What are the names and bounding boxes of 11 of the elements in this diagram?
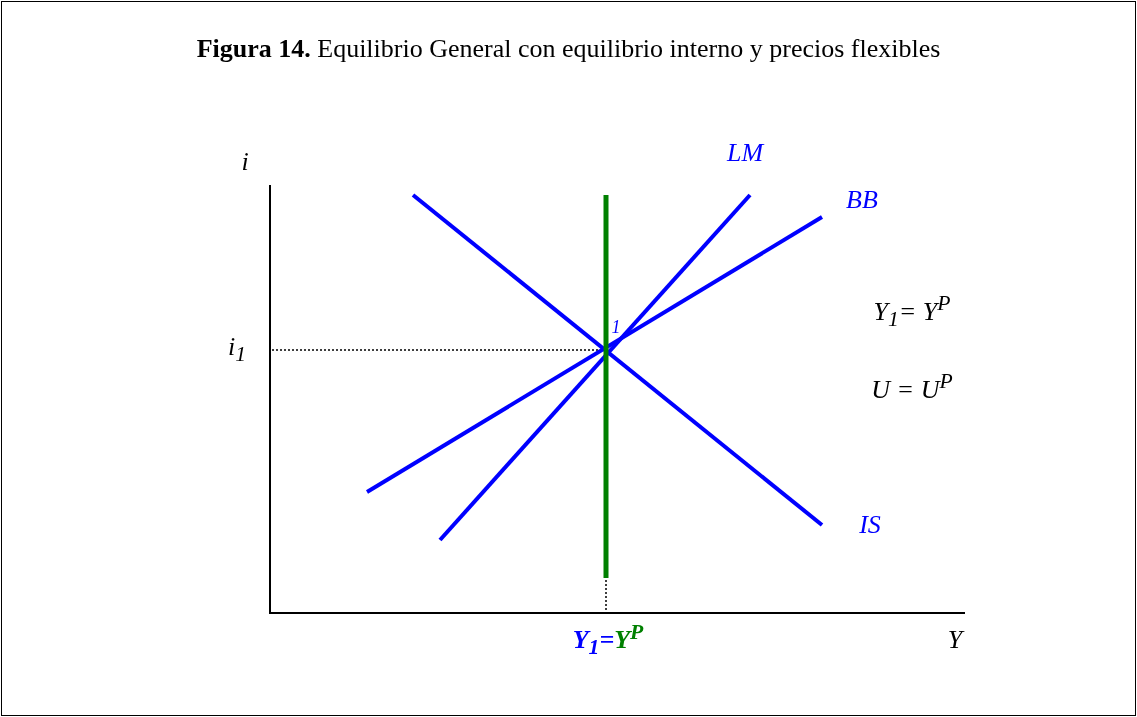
equation-label: Y$_{1}$= Y$^{P}$ xyxy=(873,293,951,331)
axis-value-label: i$_{1}$ xyxy=(227,334,247,366)
equation-label: U = U$^{P}$ xyxy=(871,371,953,403)
axis-value-label: Y$_{1}$=Y$^{P}$ xyxy=(572,621,644,659)
axis-label: i xyxy=(241,149,249,175)
curve-label: BB xyxy=(846,187,878,213)
figure-title: Figura 14. Equilibrio General con equilibrio interno y precios flexibles xyxy=(195,34,942,64)
point-label: 1 xyxy=(611,318,621,336)
curve-label: LM xyxy=(726,140,764,166)
axis-label: Y xyxy=(947,627,963,653)
curve-label: IS xyxy=(859,512,881,538)
